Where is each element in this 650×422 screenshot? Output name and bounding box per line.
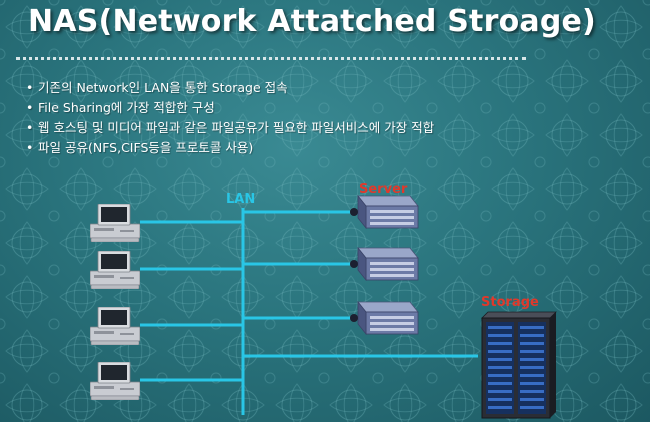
lan-lines — [140, 208, 478, 415]
bullet-text: 파일 공유(NFS,CIFS등을 프로토콜 사용) — [38, 140, 254, 155]
bullet-dot: • — [26, 100, 34, 115]
desktop-computer-icon — [90, 251, 140, 289]
storage-label: Storage — [481, 295, 539, 310]
server-label: Server — [359, 182, 408, 197]
client-group — [90, 204, 140, 400]
desktop-computer-icon — [90, 204, 140, 242]
bullet-text: File Sharing에 가장 적합한 구성 — [38, 100, 215, 115]
lan-label: LAN — [226, 192, 255, 207]
bullet-list: • 기존의 Network인 LAN을 통한 Storage 접속 • File S… — [26, 78, 434, 158]
bullet-dot: • — [26, 80, 34, 95]
title-divider — [16, 57, 526, 60]
bullet-dot: • — [26, 120, 34, 135]
desktop-computer-icon — [90, 307, 140, 345]
bullet-text: 기존의 Network인 LAN을 통한 Storage 접속 — [38, 80, 288, 95]
server-group — [350, 195, 419, 335]
rack-server-icon — [350, 195, 419, 229]
rack-server-icon — [350, 247, 419, 281]
bullet-item: • File Sharing에 가장 적합한 구성 — [26, 98, 434, 118]
bullet-item: • 파일 공유(NFS,CIFS등을 프로토콜 사용) — [26, 138, 434, 158]
bullet-item: • 기존의 Network인 LAN을 통한 Storage 접속 — [26, 78, 434, 98]
slide-title: NAS(Network Attatched Stroage) — [28, 4, 596, 39]
bullet-dot: • — [26, 140, 34, 155]
bullet-text: 웹 호스팅 및 미디어 파일과 같은 파일공유가 필요한 파일서비스에 가장 적… — [38, 120, 435, 135]
rack-server-icon — [350, 301, 419, 335]
desktop-computer-icon — [90, 362, 140, 400]
bullet-item: • 웹 호스팅 및 미디어 파일과 같은 파일공유가 필요한 파일서비스에 가장 … — [26, 118, 434, 138]
storage-array-icon — [481, 311, 557, 419]
